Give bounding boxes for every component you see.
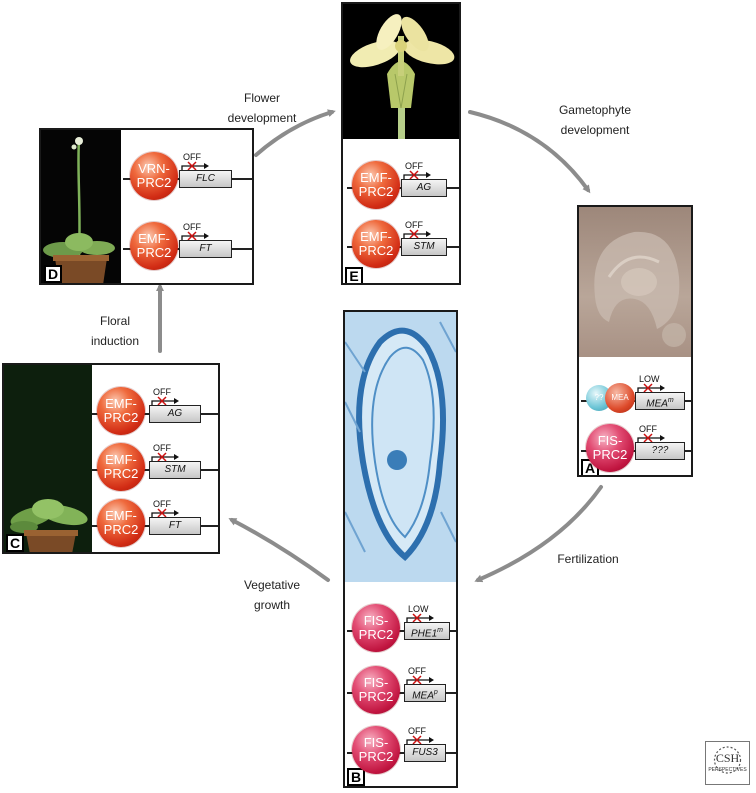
panel-a: A ?? MEA LOW MEAm FIS- PRC2 OFF ???: [577, 205, 693, 477]
panel-letter: E: [345, 267, 363, 283]
gene-box: AG: [401, 179, 447, 197]
prc2-complex: FIS- PRC2: [352, 604, 400, 652]
label-flower-development: Flower development: [227, 91, 297, 125]
gene-row: VRN- PRC2 OFF FLC: [123, 130, 252, 210]
gene-row: FIS- PRC2 LOW PHE1m: [347, 582, 456, 662]
csh-perspectives-logo: CSH PERSPECTIVES: [705, 741, 750, 785]
label-gametophyte-development: Gametophyte development: [558, 103, 632, 137]
gene-row: EMF- PRC2 OFF FT: [123, 200, 252, 280]
gene-box: ???: [635, 442, 685, 460]
gene-box: MEAm: [635, 392, 685, 410]
panel-d: D VRN- PRC2 OFF FLC EMF- PRC2 OFF FT: [39, 128, 254, 285]
prc2-complex: EMF- PRC2: [352, 220, 400, 268]
gene-box: FT: [149, 517, 201, 535]
prc2-complex: EMF- PRC2: [97, 387, 145, 435]
gene-box: STM: [149, 461, 201, 479]
arrow-fertilization: [474, 485, 603, 583]
label-vegetative-growth: Vegetative growth: [243, 578, 301, 612]
gene-row: EMF- PRC2 OFF STM: [92, 421, 218, 501]
panel-e: E EMF- PRC2 OFF AG EMF- PRC2 OFF STM: [341, 2, 461, 285]
gene-row: EMF- PRC2 OFF FT: [92, 477, 218, 552]
gene-box: PHE1m: [404, 622, 450, 640]
gene-box: FT: [179, 240, 232, 258]
mea-complex: MEA: [605, 383, 635, 413]
label-floral-induction: Floral induction: [90, 314, 140, 348]
gene-box: AG: [149, 405, 201, 423]
prc2-complex: EMF- PRC2: [352, 161, 400, 209]
gene-row: EMF- PRC2 OFF STM: [347, 198, 459, 278]
ovule-micrograph: [579, 207, 691, 357]
panel-letter: C: [6, 534, 24, 552]
gene-row: EMF- PRC2 OFF AG: [347, 139, 459, 219]
arrow-flower-development: [254, 109, 336, 157]
gene-row: ?? MEA LOW MEAm: [581, 352, 691, 432]
prc2-complex: FIS- PRC2: [586, 424, 634, 472]
prc2-complex: EMF- PRC2: [97, 443, 145, 491]
panel-letter: D: [44, 265, 62, 283]
label-fertilization: Fertilization: [557, 552, 619, 566]
prc2-complex: FIS- PRC2: [352, 666, 400, 714]
gene-row: FIS- PRC2 OFF MEAp: [347, 644, 456, 724]
rosette-plant-photo: [4, 365, 92, 552]
arrow-gametophyte-development: [468, 110, 591, 194]
prc2-complex: VRN- PRC2: [130, 152, 178, 200]
panel-c: C EMF- PRC2 OFF AG EMF- PRC2 OFF STM EMF…: [2, 363, 220, 554]
gene-row: FIS- PRC2 OFF ???: [581, 402, 691, 475]
gene-box: FUS3: [404, 744, 446, 762]
prc2-complex: FIS- PRC2: [352, 726, 400, 774]
prc2-complex: EMF- PRC2: [130, 222, 178, 270]
gene-row: EMF- PRC2 OFF AG: [92, 365, 218, 445]
prc2-complex: EMF- PRC2: [97, 499, 145, 547]
gene-row: FIS- PRC2 OFF FUS3: [347, 704, 456, 784]
gene-box: STM: [401, 238, 447, 256]
flower-photo: [343, 4, 459, 139]
gene-box: MEAp: [404, 684, 446, 702]
seed-micrograph: [345, 312, 456, 582]
panel-letter: B: [347, 768, 365, 786]
flowering-plant-photo: [41, 130, 121, 283]
arrow-vegetative-growth: [228, 518, 330, 582]
gene-box: FLC: [179, 170, 232, 188]
panel-b: B FIS- PRC2 LOW PHE1m FIS- PRC2 OFF MEAp…: [343, 310, 458, 788]
